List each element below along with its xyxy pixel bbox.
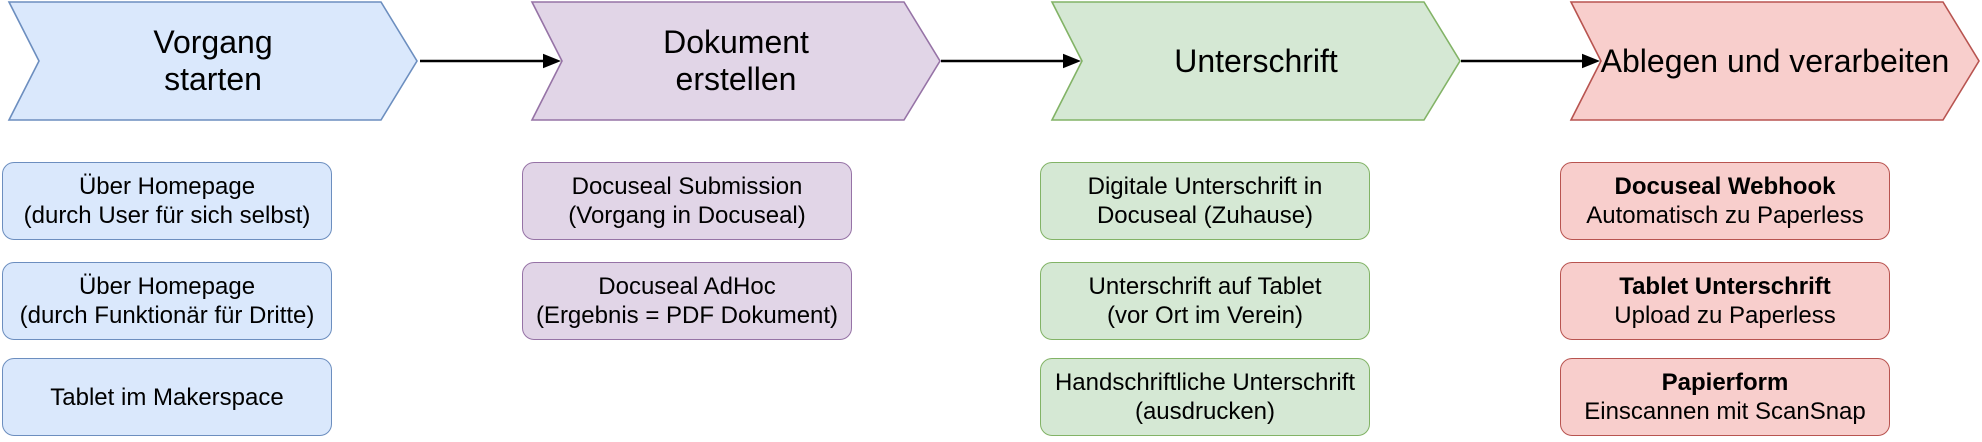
option-title: Docuseal Webhook [1614, 173, 1836, 200]
chevron-shape [7, 1, 418, 121]
option-subtitle: Einscannen mit ScanSnap [1584, 398, 1866, 425]
chevron-shape [1569, 1, 1980, 121]
process-step-vorgang-starten: Vorgang starten [7, 1, 418, 121]
process-step-dokument-erstellen: Dokument erstellen [530, 1, 941, 121]
process-step-title: Dokument erstellen [663, 24, 809, 97]
option-label: Über Homepage (durch Funktionär für Drit… [19, 273, 315, 329]
process-step-unterschrift: Unterschrift [1050, 1, 1461, 121]
option-box-docuseal-submission: Docuseal Submission (Vorgang in Docuseal… [522, 162, 852, 240]
process-step-title: Ablegen und verarbeiten [1600, 42, 1950, 79]
option-label: Docuseal AdHoc (Ergebnis = PDF Dokument) [535, 273, 839, 329]
option-label: Über Homepage (durch User für sich selbs… [23, 173, 311, 229]
chevron-shape [1050, 1, 1461, 121]
option-label: Tablet im Makerspace [50, 383, 284, 411]
option-box-docuseal-adhoc: Docuseal AdHoc (Ergebnis = PDF Dokument) [522, 262, 852, 340]
option-box-tablet-unterschrift: Tablet Unterschrift Upload zu Paperless [1560, 262, 1890, 340]
option-subtitle: Automatisch zu Paperless [1586, 202, 1864, 229]
option-title: Papierform [1661, 369, 1789, 396]
option-title: Tablet Unterschrift [1619, 273, 1831, 300]
option-box-unterschrift-auf-tablet: Unterschrift auf Tablet (vor Ort im Vere… [1040, 262, 1370, 340]
process-step-title: Vorgang starten [153, 24, 273, 97]
option-box-tablet-im-makerspace: Tablet im Makerspace [2, 358, 332, 436]
option-subtitle: Upload zu Paperless [1614, 302, 1836, 329]
option-box-digitale-unterschrift: Digitale Unterschrift in Docuseal (Zuhau… [1040, 162, 1370, 240]
process-step-title: Unterschrift [1174, 42, 1338, 79]
option-label: Unterschrift auf Tablet (vor Ort im Vere… [1088, 273, 1322, 329]
option-label: Handschriftliche Unterschrift (ausdrucke… [1054, 369, 1356, 425]
chevron-shape [530, 1, 941, 121]
option-box-ueber-homepage-funktionaer: Über Homepage (durch Funktionär für Drit… [2, 262, 332, 340]
option-box-ueber-homepage-user: Über Homepage (durch User für sich selbs… [2, 162, 332, 240]
option-label: Docuseal Submission (Vorgang in Docuseal… [568, 173, 806, 229]
option-box-docuseal-webhook: Docuseal Webhook Automatisch zu Paperles… [1560, 162, 1890, 240]
option-label: Digitale Unterschrift in Docuseal (Zuhau… [1087, 173, 1323, 229]
option-box-papierform: Papierform Einscannen mit ScanSnap [1560, 358, 1890, 436]
process-step-ablegen-und-verarbeiten: Ablegen und verarbeiten [1569, 1, 1980, 121]
option-box-handschriftliche-unterschrift: Handschriftliche Unterschrift (ausdrucke… [1040, 358, 1370, 436]
